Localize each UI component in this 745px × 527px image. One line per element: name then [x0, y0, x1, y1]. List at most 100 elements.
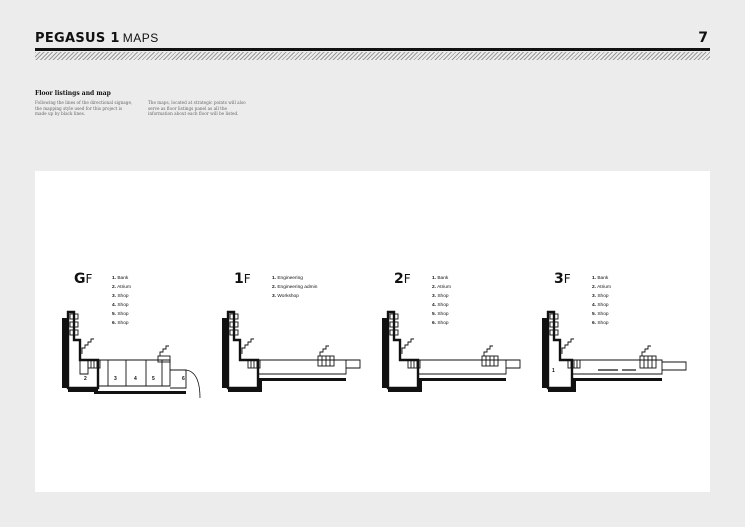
legend-number: 3. — [432, 294, 437, 299]
floor-plan-map — [382, 310, 521, 392]
legend-item: 6. Shop — [432, 319, 451, 328]
legend-item: 4. Shop — [432, 301, 451, 310]
legend-label: Shop — [597, 312, 609, 317]
floor-legend: 1. Bank 2. Atrium 3. Shop 4. Shop 5. Sho… — [592, 274, 611, 328]
legend-item: 5. Shop — [112, 310, 131, 319]
legend-label: Shop — [437, 312, 449, 317]
floor-number: 1 — [234, 271, 244, 287]
legend-number: 2. — [272, 285, 277, 290]
legend-item: 1. Engineering — [272, 274, 317, 283]
page-number: 7 — [698, 30, 708, 46]
floor-label: 1F — [234, 272, 251, 286]
legend-number: 5. — [592, 312, 597, 317]
legend-number: 1. — [592, 276, 597, 281]
legend-item: 2. Atrium — [592, 283, 611, 292]
legend-label: Shop — [597, 294, 609, 299]
legend-item: 1. Bank — [432, 274, 451, 283]
legend-item: 1. Bank — [112, 274, 131, 283]
room-number: 3 — [114, 376, 117, 382]
section-name: MAPS — [122, 31, 159, 45]
legend-item: 2. Atrium — [432, 283, 451, 292]
floor-block-1f: 1F 1. Engineering 2. Engineering admin 3… — [218, 270, 368, 400]
legend-label: Engineering — [277, 276, 303, 281]
room-number: 5 — [152, 376, 155, 382]
header-hatch-band — [35, 52, 710, 60]
legend-number: 1. — [112, 276, 117, 281]
legend-item: 3. Workshop — [272, 292, 317, 301]
legend-number: 6. — [432, 321, 437, 326]
legend-label: Bank — [117, 276, 129, 281]
legend-number: 5. — [112, 312, 117, 317]
floor-plan-map: 2 3 4 5 6 — [62, 310, 201, 398]
floor-suffix: F — [563, 272, 571, 286]
legend-number: 4. — [592, 303, 597, 308]
legend-number: 2. — [432, 285, 437, 290]
legend-number: 1. — [432, 276, 437, 281]
legend-label: Bank — [597, 276, 609, 281]
legend-label: Shop — [117, 321, 129, 326]
legend-item: 6. Shop — [592, 319, 611, 328]
intro-column-2: The maps, located at strategic points wi… — [148, 100, 246, 117]
legend-number: 2. — [592, 285, 597, 290]
legend-item: 3. Shop — [112, 292, 131, 301]
legend-number: 4. — [432, 303, 437, 308]
floor-label: GF — [74, 272, 92, 286]
room-number: 4 — [134, 376, 137, 382]
floor-block-gf: GF 1. Bank 2. Atrium 3. Shop 4. Shop 5. … — [58, 270, 208, 400]
floor-number: G — [74, 271, 86, 287]
floor-label: 2F — [394, 272, 411, 286]
legend-number: 1. — [272, 276, 277, 281]
legend-item: 4. Shop — [112, 301, 131, 310]
room-number: 6 — [182, 376, 185, 382]
legend-label: Shop — [117, 303, 129, 308]
legend-item: 2. Atrium — [112, 283, 131, 292]
floor-legend: 1. Bank 2. Atrium 3. Shop 4. Shop 5. Sho… — [112, 274, 131, 328]
legend-number: 3. — [112, 294, 117, 299]
map-panel — [35, 171, 710, 492]
floor-legend: 1. Engineering 2. Engineering admin 3. W… — [272, 274, 317, 301]
legend-label: Workshop — [277, 294, 299, 299]
floor-block-2f: 2F 1. Bank 2. Atrium 3. Shop 4. Shop 5. … — [378, 270, 528, 400]
floor-suffix: F — [85, 272, 93, 286]
legend-number: 3. — [592, 294, 597, 299]
legend-number: 5. — [432, 312, 437, 317]
legend-item: 6. Shop — [112, 319, 131, 328]
legend-label: Atrium — [597, 285, 611, 290]
legend-label: Shop — [117, 312, 129, 317]
legend-item: 3. Shop — [592, 292, 611, 301]
legend-item: 3. Shop — [432, 292, 451, 301]
floor-number: 3 — [554, 271, 564, 287]
room-number: 2 — [84, 376, 87, 382]
header-rule — [35, 48, 710, 51]
brand-name: PEGASUS 1 — [35, 31, 120, 46]
legend-label: Shop — [117, 294, 129, 299]
floor-block-3f: 3F 1. Bank 2. Atrium 3. Shop 4. Shop 5. … — [538, 270, 688, 400]
floor-plan-map: 1 — [542, 310, 687, 392]
intro-title: Floor listings and map — [35, 90, 111, 97]
legend-item: 2. Engineering admin — [272, 283, 317, 292]
legend-item: 5. Shop — [432, 310, 451, 319]
room-number: 1 — [552, 368, 555, 374]
legend-label: Engineering admin — [277, 285, 318, 290]
legend-number: 3. — [272, 294, 277, 299]
legend-label: Bank — [437, 276, 449, 281]
legend-label: Shop — [597, 321, 609, 326]
legend-label: Atrium — [437, 285, 451, 290]
intro-column-1: Following the lines of the directional s… — [35, 100, 133, 117]
legend-label: Shop — [437, 303, 449, 308]
legend-label: Shop — [437, 294, 449, 299]
floor-suffix: F — [403, 272, 411, 286]
legend-item: 1. Bank — [592, 274, 611, 283]
floor-number: 2 — [394, 271, 404, 287]
legend-item: 5. Shop — [592, 310, 611, 319]
legend-number: 6. — [112, 321, 117, 326]
legend-number: 4. — [112, 303, 117, 308]
legend-number: 2. — [112, 285, 117, 290]
floor-plan-map — [222, 310, 361, 392]
legend-label: Shop — [597, 303, 609, 308]
floor-suffix: F — [243, 272, 251, 286]
legend-label: Shop — [437, 321, 449, 326]
legend-item: 4. Shop — [592, 301, 611, 310]
